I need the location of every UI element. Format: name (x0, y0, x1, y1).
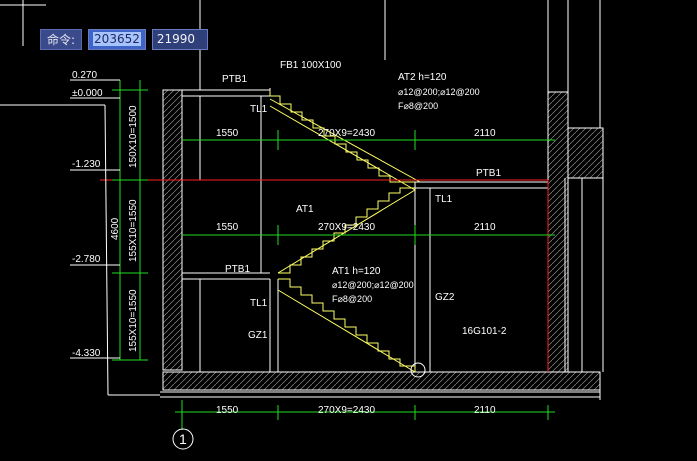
dim-bot-2110: 2110 (474, 405, 496, 416)
tl1-top-label: TL1 (250, 104, 268, 115)
dim-top-2110: 2110 (474, 128, 496, 139)
vdim-1550a: 155X10=1550 (128, 199, 139, 262)
elev-4330: -4.330 (72, 348, 101, 359)
elev-1230: -1.230 (72, 159, 101, 170)
fb1-label: FB1 100X100 (280, 60, 342, 71)
dim-mid-1550: 1550 (216, 222, 239, 233)
tl1-mid-label: TL1 (250, 298, 268, 309)
ref-note: 16G101-2 (462, 326, 507, 337)
at1-note-1: AT1 h=120 (332, 266, 381, 277)
at2-note-2: ⌀12@200;⌀12@200 (398, 87, 480, 97)
vdim-1500: 150X10=1500 (128, 105, 139, 168)
elev-0270: 0.270 (72, 70, 97, 81)
crosshair-cursor (0, 0, 46, 46)
gz1-label: GZ1 (248, 330, 268, 341)
at2-note-1: AT2 h=120 (398, 72, 447, 83)
section-marker (410, 362, 426, 378)
axis-label: 1 (179, 431, 187, 447)
ptb1-mid-label: PTB1 (225, 264, 250, 275)
at1-label: AT1 (296, 204, 314, 215)
elev-2780: -2.780 (72, 254, 101, 265)
right-beam-hatch (567, 127, 604, 179)
dim-mid-2430: 270X9=2430 (318, 222, 375, 233)
at1-note-2: ⌀12@200;⌀12@200 (332, 280, 414, 290)
dimension-lines (112, 80, 555, 430)
axis-bubble (172, 428, 194, 450)
at2-note-3: F⌀8@200 (398, 101, 438, 111)
command-bar: 命令: 203652 21990 (40, 29, 208, 50)
vdim-4600: 4600 (110, 217, 121, 240)
coordinate-x-value: 203652 (93, 32, 141, 46)
dim-bot-1550: 1550 (216, 405, 239, 416)
ptb1-right-label: PTB1 (476, 168, 501, 179)
tl1-right-label: TL1 (435, 194, 453, 205)
elevation-marks (0, 79, 160, 396)
coordinate-y-input[interactable]: 21990 (151, 29, 208, 50)
red-reference-lines (100, 179, 549, 372)
dim-mid-2110: 2110 (474, 222, 496, 233)
dim-top-2430: 270X9=2430 (318, 128, 375, 139)
at1-note-3: F⌀8@200 (332, 294, 372, 304)
left-wall-hatch (162, 89, 183, 371)
command-label: 命令: (40, 29, 83, 50)
coordinate-x-input[interactable]: 203652 (88, 29, 146, 50)
dim-bot-2430: 270X9=2430 (318, 405, 375, 416)
ptb1-top-label: PTB1 (222, 74, 247, 85)
floor-slab-hatch (162, 371, 601, 391)
dim-top-1550: 1550 (216, 128, 239, 139)
structure-lines (160, 0, 604, 400)
elev-0000: ±0.000 (72, 88, 103, 99)
gz2-label: GZ2 (435, 292, 455, 303)
vdim-1550b: 155X10=1550 (128, 289, 139, 352)
